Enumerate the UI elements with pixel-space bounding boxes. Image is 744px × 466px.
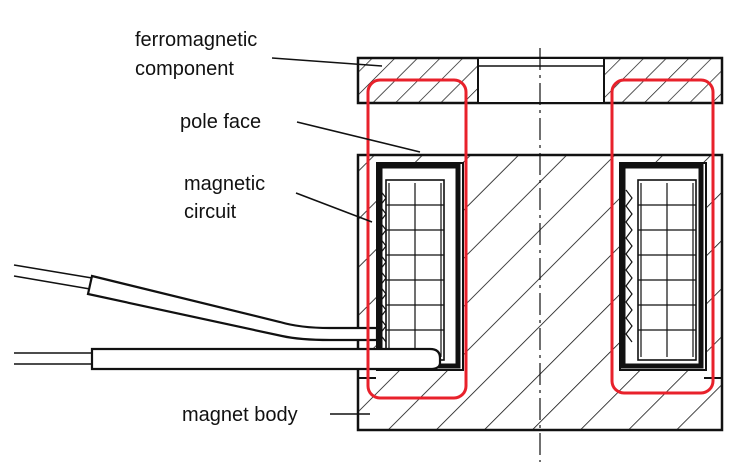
label-pole-face: pole face [180, 111, 261, 133]
leader-lines [271, 57, 421, 415]
label-magnetic-line1: magnetic [184, 173, 265, 195]
label-ferromagnetic-line2: component [135, 58, 234, 80]
highlight-region-left [366, 78, 468, 400]
coil-right [619, 162, 707, 371]
label-magnetic-line2: circuit [184, 201, 237, 223]
lead-wires [13, 264, 442, 371]
coil-left [376, 162, 464, 371]
highlight-region-right [610, 78, 715, 395]
label-ferromagnetic-line1: ferromagnetic [135, 29, 257, 51]
label-magnet-body: magnet body [182, 404, 298, 426]
